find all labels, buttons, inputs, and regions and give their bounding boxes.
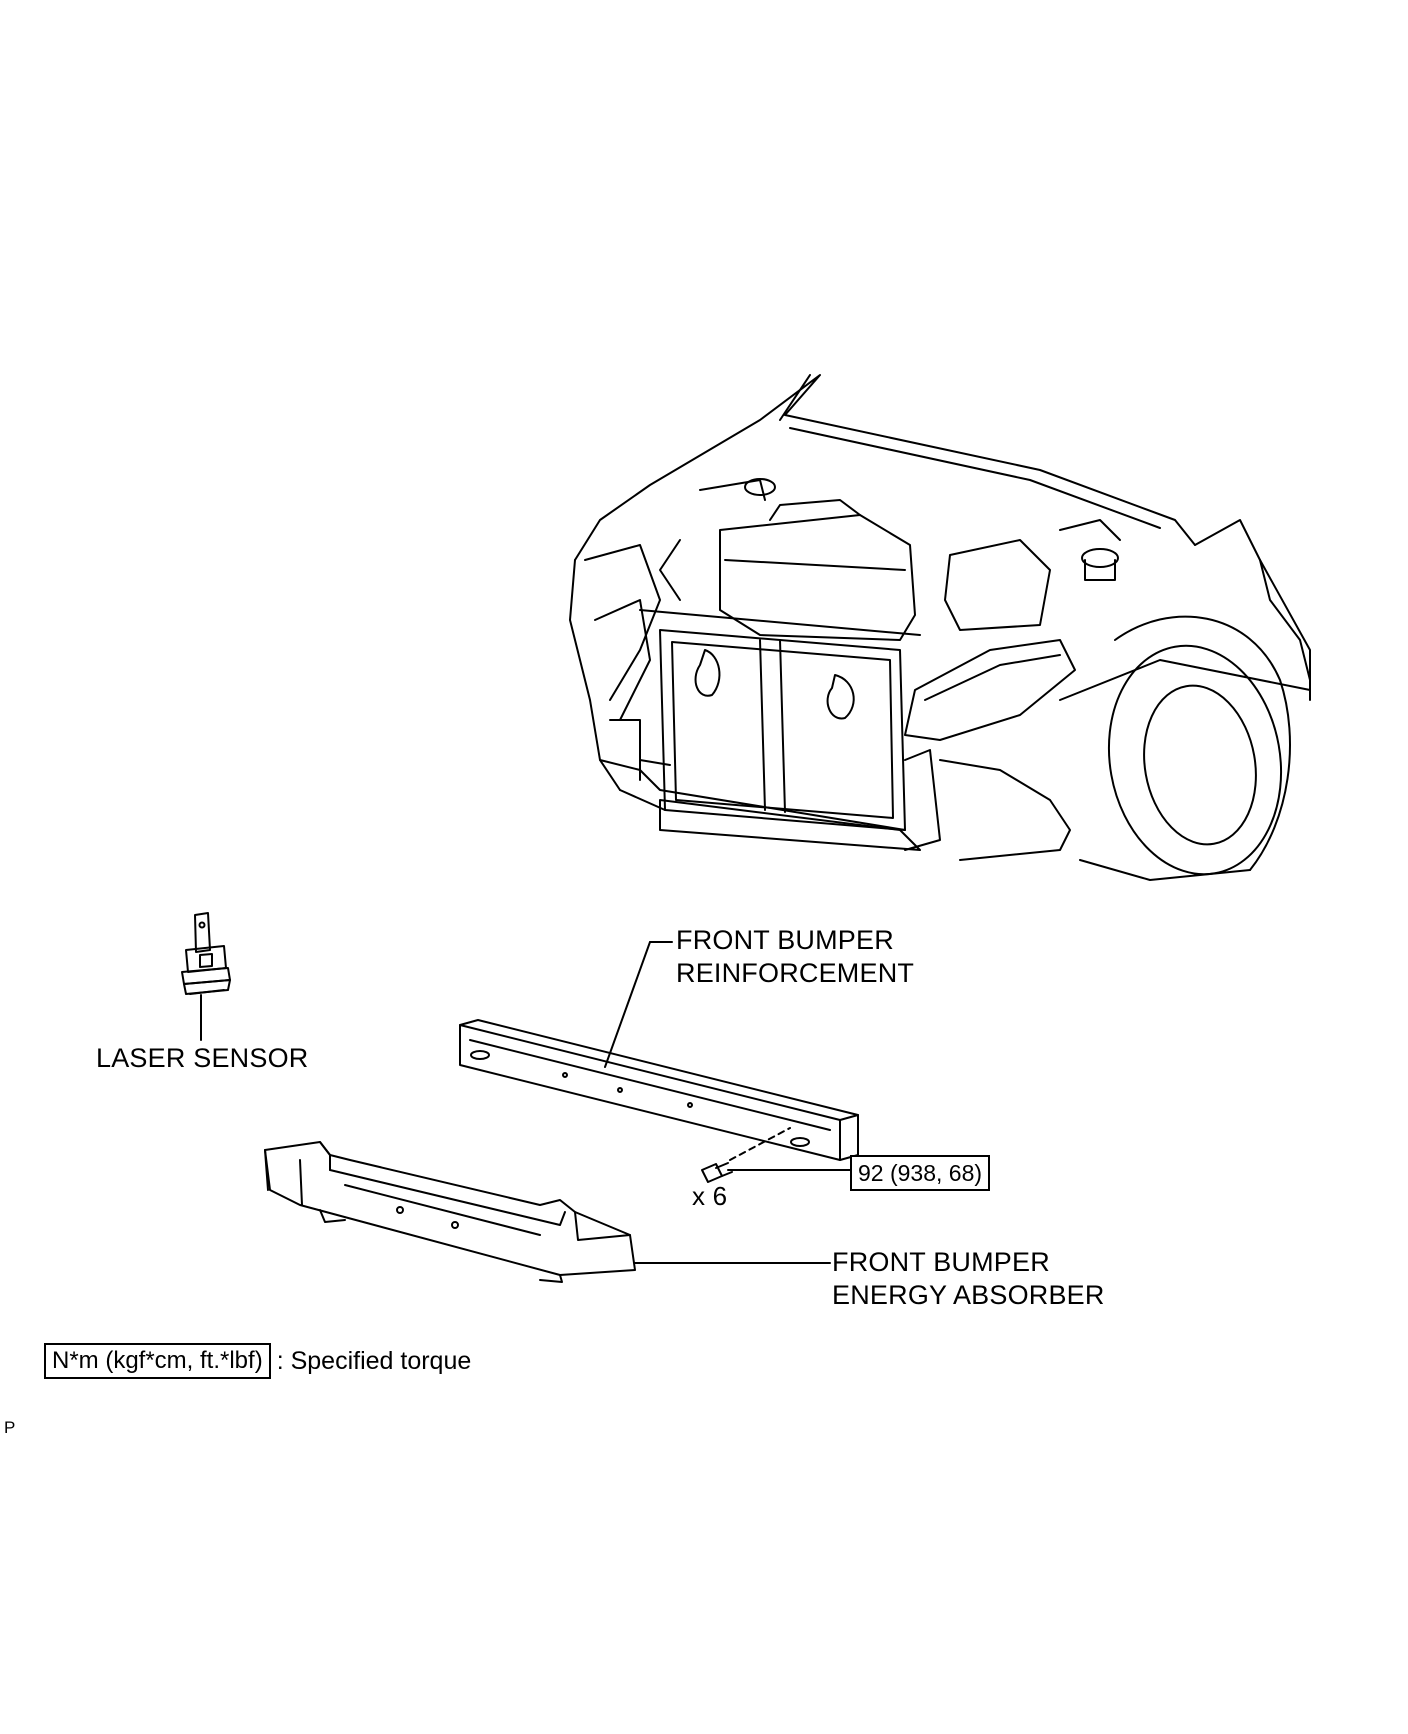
front-bumper-energy-absorber-label-line1: FRONT BUMPER: [832, 1247, 1050, 1277]
torque-legend-description: : Specified torque: [276, 1346, 472, 1375]
torque-unit-box: N*m (kgf*cm, ft.*lbf): [44, 1343, 271, 1379]
front-bumper-reinforcement-label: FRONT BUMPER REINFORCEMENT: [676, 924, 914, 990]
laser-sensor-illustration: [181, 912, 231, 1041]
front-bumper-energy-absorber-illustration: [264, 1141, 831, 1283]
bolt-quantity-label: x 6: [692, 1181, 728, 1211]
front-bumper-reinforcement-label-line1: FRONT BUMPER: [676, 925, 894, 955]
vehicle-front-end-illustration: [569, 374, 1311, 881]
corner-mark: P: [4, 1418, 16, 1437]
front-bumper-energy-absorber-label-line2: ENERGY ABSORBER: [832, 1280, 1105, 1310]
torque-value-box: 92 (938, 68): [850, 1155, 991, 1191]
front-bumper-energy-absorber-label: FRONT BUMPER ENERGY ABSORBER: [832, 1246, 1105, 1312]
front-bumper-reinforcement-illustration: [459, 941, 859, 1161]
bolt-illustration: [701, 1127, 851, 1183]
torque-legend: N*m (kgf*cm, ft.*lbf) : Specified torque: [44, 1343, 471, 1379]
laser-sensor-label: LASER SENSOR: [96, 1043, 309, 1073]
front-bumper-reinforcement-label-line2: REINFORCEMENT: [676, 958, 915, 988]
